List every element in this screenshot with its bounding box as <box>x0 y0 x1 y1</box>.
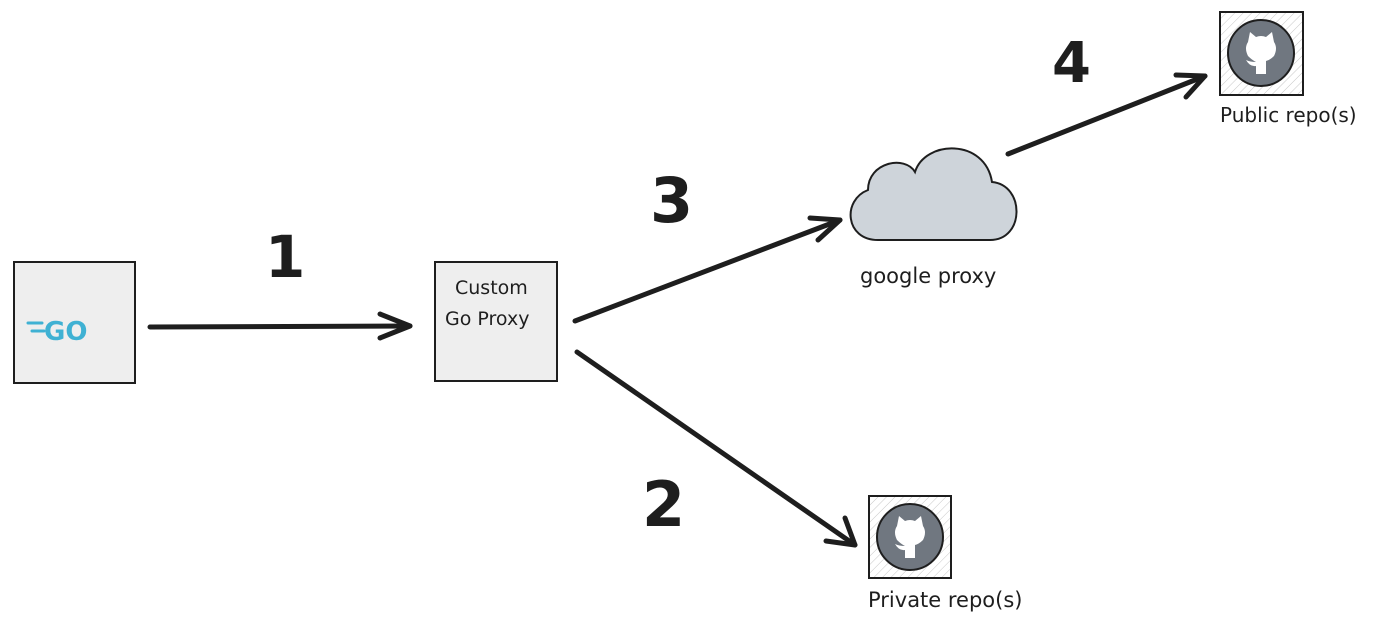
custom-proxy-label-line1: Custom <box>455 277 528 299</box>
cloud-icon <box>849 147 1018 241</box>
arrow-step-4 <box>1005 72 1208 157</box>
go-logo-icon: GO <box>26 317 87 347</box>
github-icon <box>1227 19 1295 87</box>
custom-proxy-node <box>434 261 558 382</box>
public-repo-label: Public repo(s) <box>1220 103 1357 127</box>
go-client-node: GO <box>13 261 136 384</box>
custom-proxy-label-line2: Go Proxy <box>445 308 530 330</box>
github-icon <box>876 503 944 571</box>
step-3-number: 3 <box>650 164 694 237</box>
step-1-number: 1 <box>265 223 306 291</box>
step-2-number: 2 <box>642 468 686 541</box>
go-logo-text: GO <box>44 317 87 347</box>
public-repo-node <box>1219 11 1304 96</box>
arrow-step-3 <box>572 215 843 324</box>
private-repo-label: Private repo(s) <box>868 588 1023 612</box>
arrow-step-2 <box>574 349 858 548</box>
google-proxy-label: google proxy <box>860 264 997 288</box>
arrow-step-1 <box>147 311 413 341</box>
private-repo-node <box>868 495 952 579</box>
step-4-number: 4 <box>1052 31 1091 96</box>
